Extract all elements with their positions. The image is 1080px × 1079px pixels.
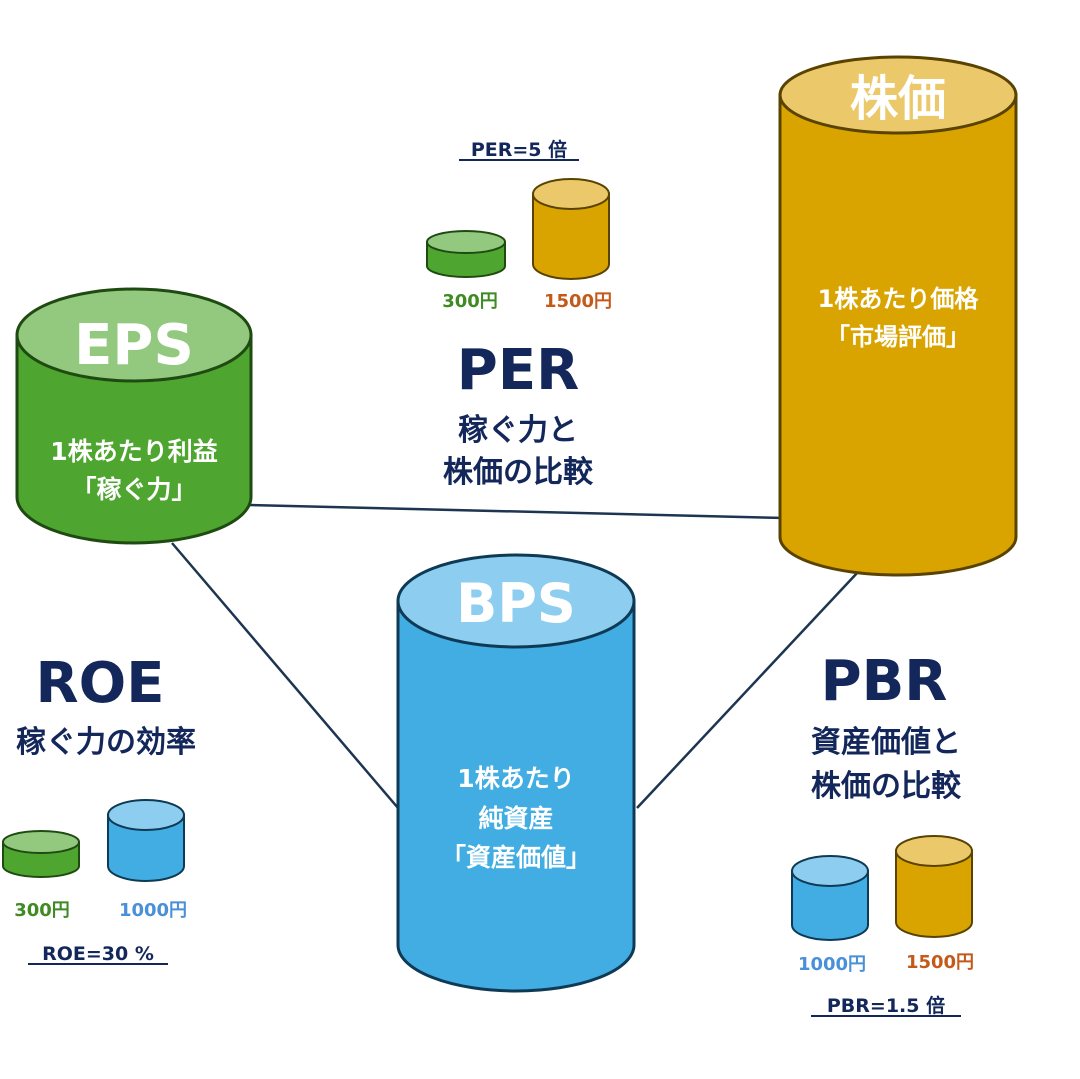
eps-bps-connector	[171, 542, 399, 809]
roe-formula: ROE=30 %	[42, 943, 154, 965]
roe-right-value: 1000円	[119, 900, 187, 921]
bps-cylinder-body	[396, 599, 636, 993]
pbr-desc2: 株価の比較	[811, 769, 962, 804]
roe-small-bps-cylinder-top	[107, 799, 185, 831]
per-right-value: 1500円	[544, 291, 612, 312]
per-small-price-cylinder-top	[532, 178, 610, 210]
roe-small-bps-cylinder-body	[107, 814, 185, 882]
price-bps-connector	[636, 571, 859, 809]
price-line2: 「市場評価」	[826, 323, 970, 351]
roe-small-eps-cylinder-top	[2, 830, 80, 854]
eps-cylinder-top	[15, 287, 253, 383]
price-cylinder: 株価 1株あたり価格 「市場評価」	[778, 55, 1018, 577]
per-formula: PER=5 倍	[471, 138, 567, 161]
per-left-value: 300円	[442, 291, 498, 312]
bps-title: BPS	[456, 572, 576, 635]
roe-title: ROE	[36, 651, 165, 716]
pbr-formula: PBR=1.5 倍	[827, 994, 945, 1017]
per-small-price-cylinder-body	[532, 193, 610, 280]
per-small-eps-cylinder-top	[426, 230, 506, 254]
bps-cylinder-top	[396, 553, 636, 649]
roe-left-value: 300円	[14, 900, 70, 921]
eps-cylinder: EPS 1株あたり利益 「稼ぐ力」	[15, 287, 253, 545]
pbr-title: PBR	[821, 649, 948, 714]
pbr-small-bps-cylinder-top	[791, 855, 869, 887]
per-title: PER	[457, 338, 579, 403]
eps-price-connector	[247, 503, 786, 520]
pbr-small-bps-cylinder-body	[791, 870, 869, 941]
roe-desc1: 稼ぐ力の効率	[16, 725, 196, 760]
pbr-small-price-cylinder-top	[895, 835, 973, 867]
roe-section: ROE 稼ぐ力の効率 300円 1000円 ROE=30 %	[1, 651, 196, 965]
per-desc2: 株価の比較	[443, 455, 594, 490]
pbr-desc1: 資産価値と	[811, 725, 961, 760]
eps-title: EPS	[74, 313, 194, 378]
per-section: PER=5 倍 300円 1500円 PER 稼ぐ力と 株価の比較	[426, 138, 612, 490]
bps-line2: 純資産	[478, 804, 553, 833]
bps-cylinder: BPS 1株あたり 純資産 「資産価値」	[396, 553, 636, 993]
price-cylinder-body	[778, 93, 1018, 577]
bps-line3: 「資産価値」	[441, 843, 591, 872]
eps-line2: 「稼ぐ力」	[71, 475, 196, 504]
per-desc1: 稼ぐ力と	[458, 413, 578, 448]
bps-line1: 1株あたり	[457, 764, 574, 793]
pbr-right-value: 1500円	[906, 952, 974, 973]
eps-line1: 1株あたり利益	[50, 437, 217, 466]
eps-cylinder-body	[15, 333, 253, 545]
price-title: 株価	[850, 71, 946, 127]
price-line1: 1株あたり価格	[818, 285, 980, 313]
pbr-section: PBR 資産価値と 株価の比較 1000円 1500円 PBR=1.5 倍	[791, 649, 974, 1017]
pbr-small-price-cylinder-body	[895, 850, 973, 938]
pbr-left-value: 1000円	[798, 954, 866, 975]
price-cylinder-top	[778, 55, 1018, 135]
